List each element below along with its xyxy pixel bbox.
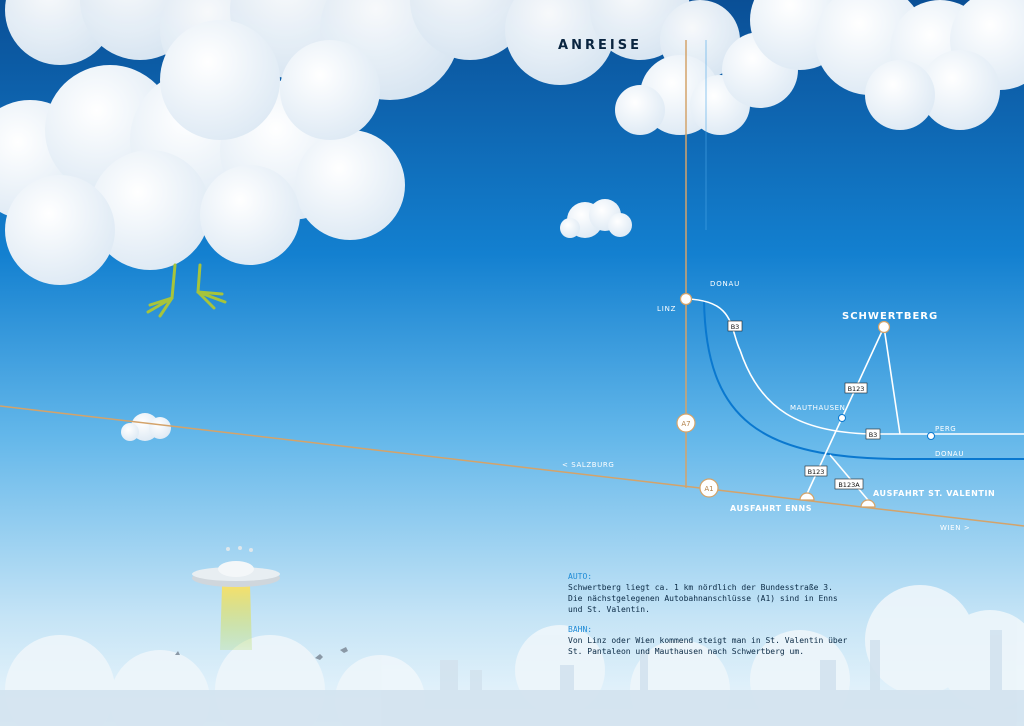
a1-badge: A1 <box>699 478 719 498</box>
auto-text-1: Schwertberg liegt ca. 1 km nördlich der … <box>568 583 833 592</box>
svg-text:B123A: B123A <box>838 481 860 489</box>
auto-text-2: Die nächstgelegenen Autobahnanschlüsse (… <box>568 594 838 603</box>
salzburg-label: < SALZBURG <box>562 461 614 469</box>
a1-motorway-line <box>0 405 1024 527</box>
mauthausen-label: MAUTHAUSEN <box>790 404 846 412</box>
b123-badge: B123 <box>844 382 868 394</box>
ausfahrt-enns-label: AUSFAHRT ENNS <box>730 504 812 513</box>
bahn-section: BAHN: Von Linz oder Wien kommend steigt … <box>568 624 868 657</box>
ufo-icon <box>192 546 280 650</box>
wien-label: WIEN > <box>940 524 970 532</box>
linz-node <box>679 292 693 306</box>
b123a-road <box>829 454 869 501</box>
svg-text:B123: B123 <box>848 385 865 393</box>
donau-label: DONAU <box>710 280 740 288</box>
donau-river <box>703 299 1024 460</box>
cloud-icon <box>0 20 405 285</box>
donau-river-label: DONAU <box>935 450 964 458</box>
auto-text-3: und St. Valentin. <box>568 605 650 614</box>
perg-node <box>927 432 935 440</box>
b3-badge: B3 <box>727 320 743 332</box>
bahn-text-2: St. Pantaleon und Mauthausen nach Schwer… <box>568 647 805 656</box>
cloud-icon <box>615 32 798 135</box>
page-title: ANREISE <box>558 38 642 53</box>
svg-text:B3: B3 <box>869 431 878 439</box>
a7-badge: A7 <box>676 413 696 433</box>
auto-heading: AUTO: <box>568 572 593 581</box>
ausfahrt-enns-node <box>799 492 815 501</box>
directions-info: AUTO: Schwertberg liegt ca. 1 km nördlic… <box>568 571 868 666</box>
svg-text:B123: B123 <box>808 468 825 476</box>
bahn-text-1: Von Linz oder Wien kommend steigt man in… <box>568 636 848 645</box>
b123-badge: B123 <box>804 465 828 477</box>
cloud-icon <box>121 413 171 441</box>
svg-text:A1: A1 <box>704 485 713 493</box>
svg-text:A7: A7 <box>681 420 690 428</box>
cloud-icon <box>560 199 632 238</box>
ausfahrt-st-valentin-label: AUSFAHRT ST. VALENTIN <box>873 489 995 498</box>
schwertberg-label: SCHWERTBERG <box>842 311 938 322</box>
mauthausen-node <box>838 414 846 422</box>
linz-label: LINZ <box>657 305 676 313</box>
bird-legs-icon <box>146 263 227 318</box>
cloud-icon <box>750 0 1024 130</box>
ausfahrt-st-valentin-node <box>860 499 876 508</box>
auto-section: AUTO: Schwertberg liegt ca. 1 km nördlic… <box>568 571 868 615</box>
bahn-heading: BAHN: <box>568 625 593 634</box>
b123a-badge: B123A <box>834 478 864 490</box>
city-silhouette <box>0 630 1024 726</box>
b3-road <box>685 298 1024 435</box>
svg-text:B3: B3 <box>731 323 740 331</box>
b3-badge: B3 <box>865 428 881 440</box>
perg-label: PERG <box>935 425 956 433</box>
schwertberg-node <box>877 320 891 334</box>
schwertberg-road <box>883 326 901 435</box>
bird-icon <box>175 647 348 660</box>
